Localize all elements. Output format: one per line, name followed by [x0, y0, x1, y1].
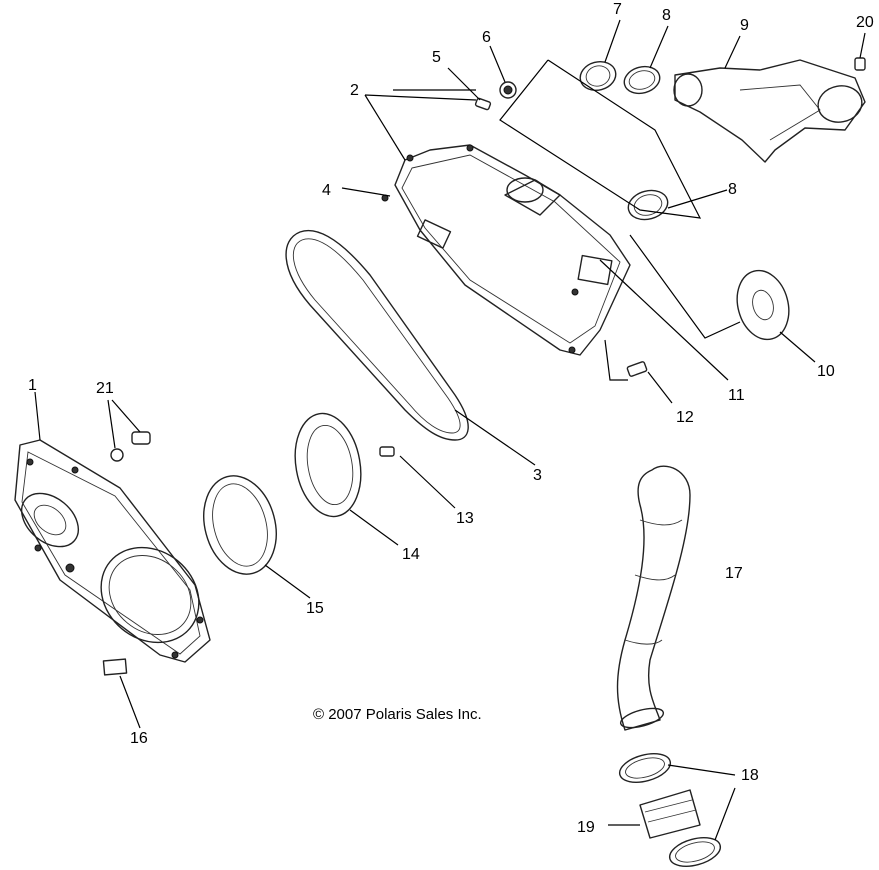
- callout-8-lower: 8: [728, 181, 737, 198]
- callout-18: 18: [741, 767, 759, 784]
- part-clamps-boot: [618, 753, 722, 867]
- callout-17: 17: [725, 565, 743, 582]
- callout-12: 12: [676, 409, 694, 426]
- copyright-text: © 2007 Polaris Sales Inc.: [313, 706, 482, 723]
- part-clamps-duct: [579, 57, 866, 221]
- callout-7: 7: [613, 1, 622, 18]
- callout-labels: 1 2 3 4 5 6 7 8 8 9 10 11 12 13 14 15 16…: [28, 1, 874, 836]
- callout-6: 6: [482, 29, 491, 46]
- callout-4: 4: [322, 182, 331, 199]
- callout-15: 15: [306, 600, 324, 617]
- callout-13: 13: [456, 510, 474, 527]
- part-drive-belt: [285, 229, 469, 441]
- callout-14: 14: [402, 546, 420, 563]
- part-inner-cover: [381, 144, 631, 356]
- callout-19: 19: [577, 819, 595, 836]
- callout-21: 21: [96, 380, 114, 397]
- part-bolt-13: [379, 446, 395, 457]
- callout-2: 2: [350, 82, 359, 99]
- part-outer-cover: [14, 439, 211, 663]
- part-seal: [736, 269, 790, 341]
- part-fasteners-21: [110, 431, 151, 462]
- callout-1: 1: [28, 377, 37, 394]
- callout-10: 10: [817, 363, 835, 380]
- callout-20: 20: [856, 14, 874, 31]
- callout-5: 5: [432, 49, 441, 66]
- part-pins: [474, 81, 517, 111]
- callout-16: 16: [130, 730, 148, 747]
- part-duct-hose: [616, 465, 691, 731]
- part-ring-15: [203, 475, 277, 575]
- part-label-16: [102, 658, 128, 676]
- part-plate-14: [294, 412, 362, 518]
- callout-11: 11: [728, 387, 745, 404]
- callout-8-upper: 8: [662, 7, 671, 24]
- part-bolt-12: [626, 361, 648, 377]
- callout-3: 3: [533, 467, 542, 484]
- leader-lines: [34, 19, 866, 841]
- callout-9: 9: [740, 17, 749, 34]
